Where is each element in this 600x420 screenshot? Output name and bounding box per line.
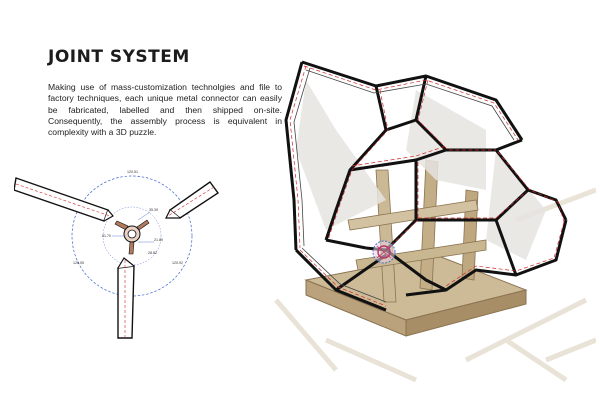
joint-diagram: 120.51 35.39 51.70 21.89 28.82 120.05 12… bbox=[14, 170, 219, 339]
red-centerlines bbox=[289, 65, 565, 307]
dim-top-arc: 120.51 bbox=[127, 170, 138, 174]
guide-circle bbox=[71, 175, 193, 297]
dim-center-right: 21.89 bbox=[154, 238, 163, 242]
dim-lower-right-arc: 120.92 bbox=[172, 261, 183, 265]
timber-base bbox=[304, 254, 528, 337]
beam-upper-left bbox=[14, 177, 114, 222]
background-timber bbox=[274, 187, 596, 383]
metal-connector bbox=[114, 219, 150, 255]
dim-lower-left-arc: 120.05 bbox=[73, 261, 84, 265]
highlighted-joint bbox=[372, 240, 396, 264]
description-text: Making use of mass-customization technol… bbox=[48, 82, 282, 138]
frame-inner-lines bbox=[293, 67, 515, 303]
beam-bottom bbox=[117, 257, 135, 339]
beam-upper-right bbox=[165, 181, 219, 219]
dim-lower-center: 28.82 bbox=[148, 251, 157, 255]
structure-render bbox=[274, 60, 596, 383]
dim-upper-right: 35.39 bbox=[149, 208, 158, 212]
timber-posts bbox=[347, 159, 487, 303]
page-title: JOINT SYSTEM bbox=[48, 47, 190, 67]
dim-center-left: 51.70 bbox=[102, 234, 111, 238]
